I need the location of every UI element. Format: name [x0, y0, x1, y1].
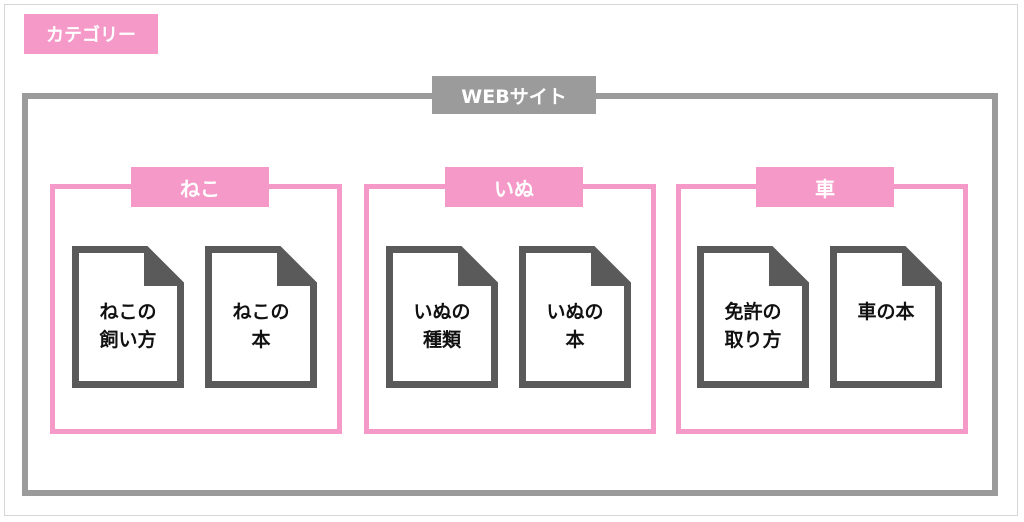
- category-label-dog: いぬ: [445, 167, 583, 207]
- document-title: いぬの 本: [546, 301, 604, 351]
- document-icon: ねこの 本: [205, 246, 317, 388]
- website-label: WEBサイト: [432, 76, 596, 114]
- diagram-frame: [4, 4, 1018, 516]
- document-icon: 免許の 取り方: [697, 246, 809, 388]
- legend-category: カテゴリー: [24, 14, 158, 54]
- document-title: 車の本: [857, 301, 915, 323]
- document-title: いぬの 種類: [413, 301, 471, 351]
- document-icon: 車の本: [830, 246, 942, 388]
- document-title: ねこの 本: [232, 301, 290, 351]
- document-icon: いぬの 種類: [386, 246, 498, 388]
- document-icon: いぬの 本: [519, 246, 631, 388]
- document-title: ねこの 飼い方: [99, 301, 157, 351]
- category-label-cat: ねこ: [131, 167, 269, 207]
- document-title: 免許の 取り方: [724, 301, 782, 351]
- document-icon: ねこの 飼い方: [72, 246, 184, 388]
- category-label-car: 車: [756, 167, 894, 207]
